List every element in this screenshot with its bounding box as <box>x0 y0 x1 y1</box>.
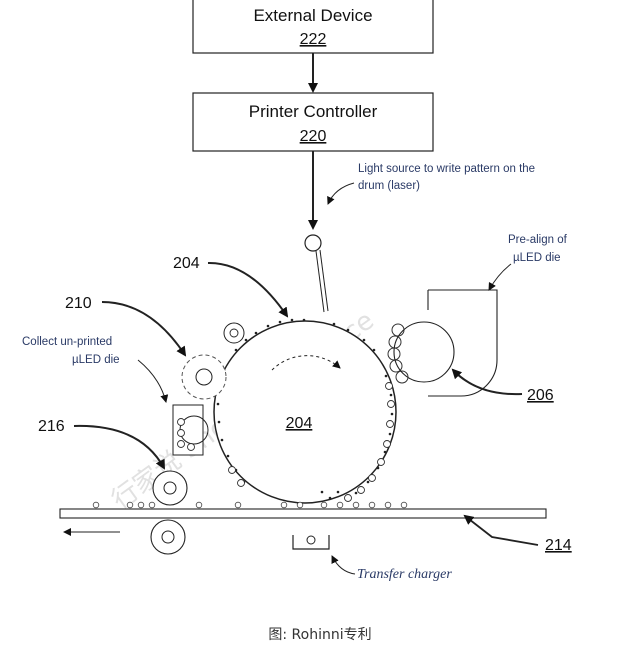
transfer-belt-214 <box>59 501 547 536</box>
external-device-number: 222 <box>300 31 327 48</box>
ref-210-leader <box>101 301 187 357</box>
ref-204-top: 204 <box>173 255 200 272</box>
printer-controller-number: 220 <box>300 128 327 145</box>
pre-align-unit <box>387 289 498 397</box>
prealign-note-line2: µLED die <box>513 252 561 264</box>
drum-204: 204 <box>213 318 397 504</box>
light-source-note-line1: Light source to write pattern on the <box>358 163 535 175</box>
transfer-charger-leader <box>331 555 356 575</box>
roller-216 <box>152 470 188 506</box>
ref-214-leader <box>463 514 539 546</box>
ref-206-leader <box>451 368 523 396</box>
printer-controller-box: Printer Controller 220 <box>192 92 434 152</box>
collect-assembly-210 <box>172 322 245 456</box>
ref-214: 214 <box>545 537 572 554</box>
collect-note-line2: µLED die <box>72 354 120 366</box>
transfer-charger <box>292 535 330 550</box>
ref-206: 206 <box>527 387 554 404</box>
light-source-leader <box>327 182 355 205</box>
bottom-roller <box>150 519 186 555</box>
laser-light-source <box>304 234 329 313</box>
ref-216: 216 <box>38 418 65 435</box>
collect-leader <box>137 359 169 403</box>
ref-204-center: 204 <box>286 415 313 432</box>
figure-caption: 图: Rohinni专利 <box>268 627 371 643</box>
ref-210: 210 <box>65 295 92 312</box>
transfer-charger-note: Transfer charger <box>357 567 452 582</box>
prealign-note-line1: Pre-align of <box>508 234 568 246</box>
ref-204-leader <box>207 261 289 318</box>
light-source-note-line2: drum (laser) <box>358 180 420 192</box>
external-device-title: External Device <box>253 6 372 25</box>
prealign-leader <box>488 263 512 291</box>
collect-note-line1: Collect un-printed <box>22 336 112 348</box>
ref-216-leader <box>73 424 165 470</box>
printer-controller-title: Printer Controller <box>249 102 378 121</box>
external-device-box: External Device 222 <box>192 0 434 54</box>
